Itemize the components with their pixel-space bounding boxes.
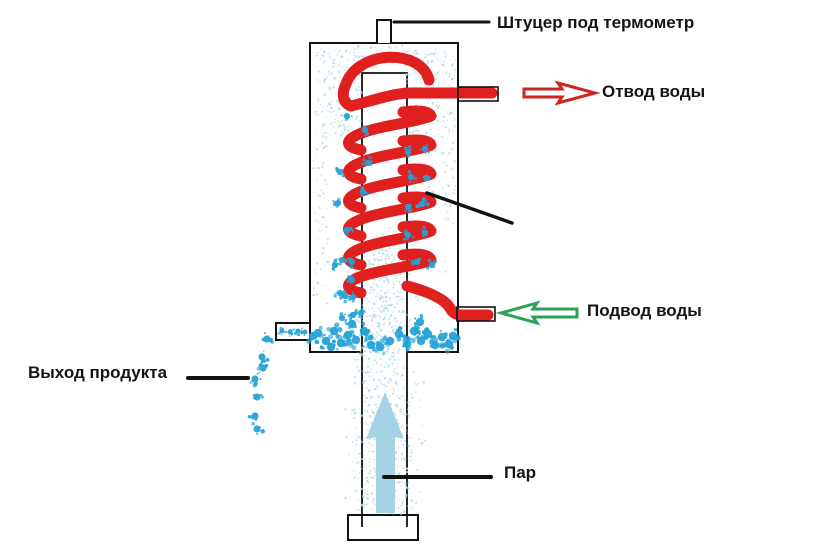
- label-steam: Пар: [504, 463, 537, 482]
- coil-callout-line: [425, 191, 514, 225]
- coil-top-turn-and-outlet-pipe: [337, 51, 498, 112]
- condensate-droplets: [247, 112, 461, 436]
- water-outlet-socket: [457, 86, 499, 102]
- label-product-outlet: Выход продукта: [28, 363, 168, 382]
- coil-inlet-pipe: [401, 280, 494, 321]
- coil-turn: [343, 163, 437, 214]
- coil-turn: [343, 248, 437, 299]
- water-inlet-arrow-icon: [495, 300, 579, 326]
- inner-steam-tube: [361, 72, 408, 527]
- product-outlet-fitting: [275, 322, 311, 341]
- callout-lines: [186, 20, 514, 479]
- label-thermometer-fitting: Штуцер под термометр: [497, 13, 695, 32]
- steam-flow-arrow-icon: [366, 392, 404, 513]
- coil-turn: [343, 105, 437, 156]
- water-outlet-arrow-icon: [522, 80, 601, 106]
- label-water-inlet: Подвод воды: [587, 301, 702, 320]
- coil-turn: [343, 134, 437, 185]
- thermometer-fitting: [376, 19, 392, 43]
- water-inlet-socket: [456, 306, 496, 322]
- label-water-outlet: Отвод воды: [602, 82, 706, 101]
